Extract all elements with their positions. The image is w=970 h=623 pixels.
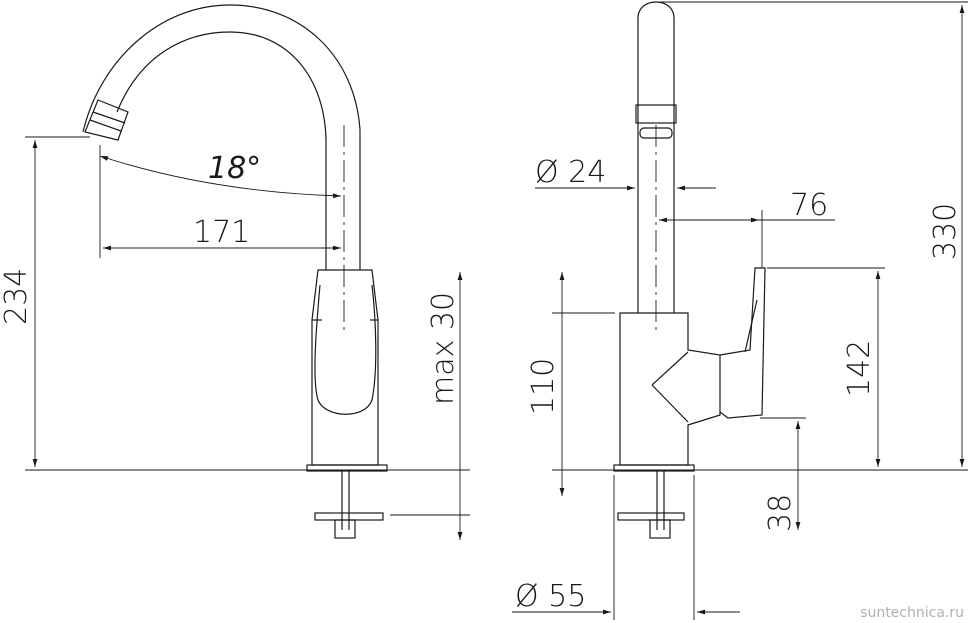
label-base-diameter: Ø 55 [515,579,586,614]
aerator-ring [92,111,126,124]
lever-handle [719,267,766,419]
mount-nut [334,519,356,539]
spout-outline-inner [116,31,327,270]
front-washer [617,512,685,521]
watermark-text: suntechnica.ru [860,605,964,621]
body-outline [311,269,379,466]
label-height-234: 234 [0,268,34,325]
label-max-deck: max 30 [426,292,461,405]
base-plate [306,464,388,472]
lever-wedge [651,351,689,423]
front-view [512,1,968,620]
spout-aerator [635,104,677,124]
label-body-height: 110 [526,358,561,415]
label-angle: 18° [208,151,261,186]
angle-arc [99,155,342,199]
label-handle-height: 142 [842,340,877,397]
label-lever-clearance: 38 [763,494,798,532]
lever-line [744,299,758,353]
handle-outline [314,284,377,415]
front-body [619,312,721,466]
front-nut [649,519,671,539]
spout-column [637,1,675,313]
label-spout-diameter: Ø 24 [535,155,606,190]
front-base-plate [613,464,695,472]
aerator-outline [84,99,129,141]
label-total-height: 330 [928,203,963,260]
label-handle-offset: 76 [790,188,828,223]
aerator-ring-2 [89,119,122,132]
side-view [25,4,470,540]
spout-outline-outer [82,4,361,270]
label-reach: 171 [193,215,250,250]
